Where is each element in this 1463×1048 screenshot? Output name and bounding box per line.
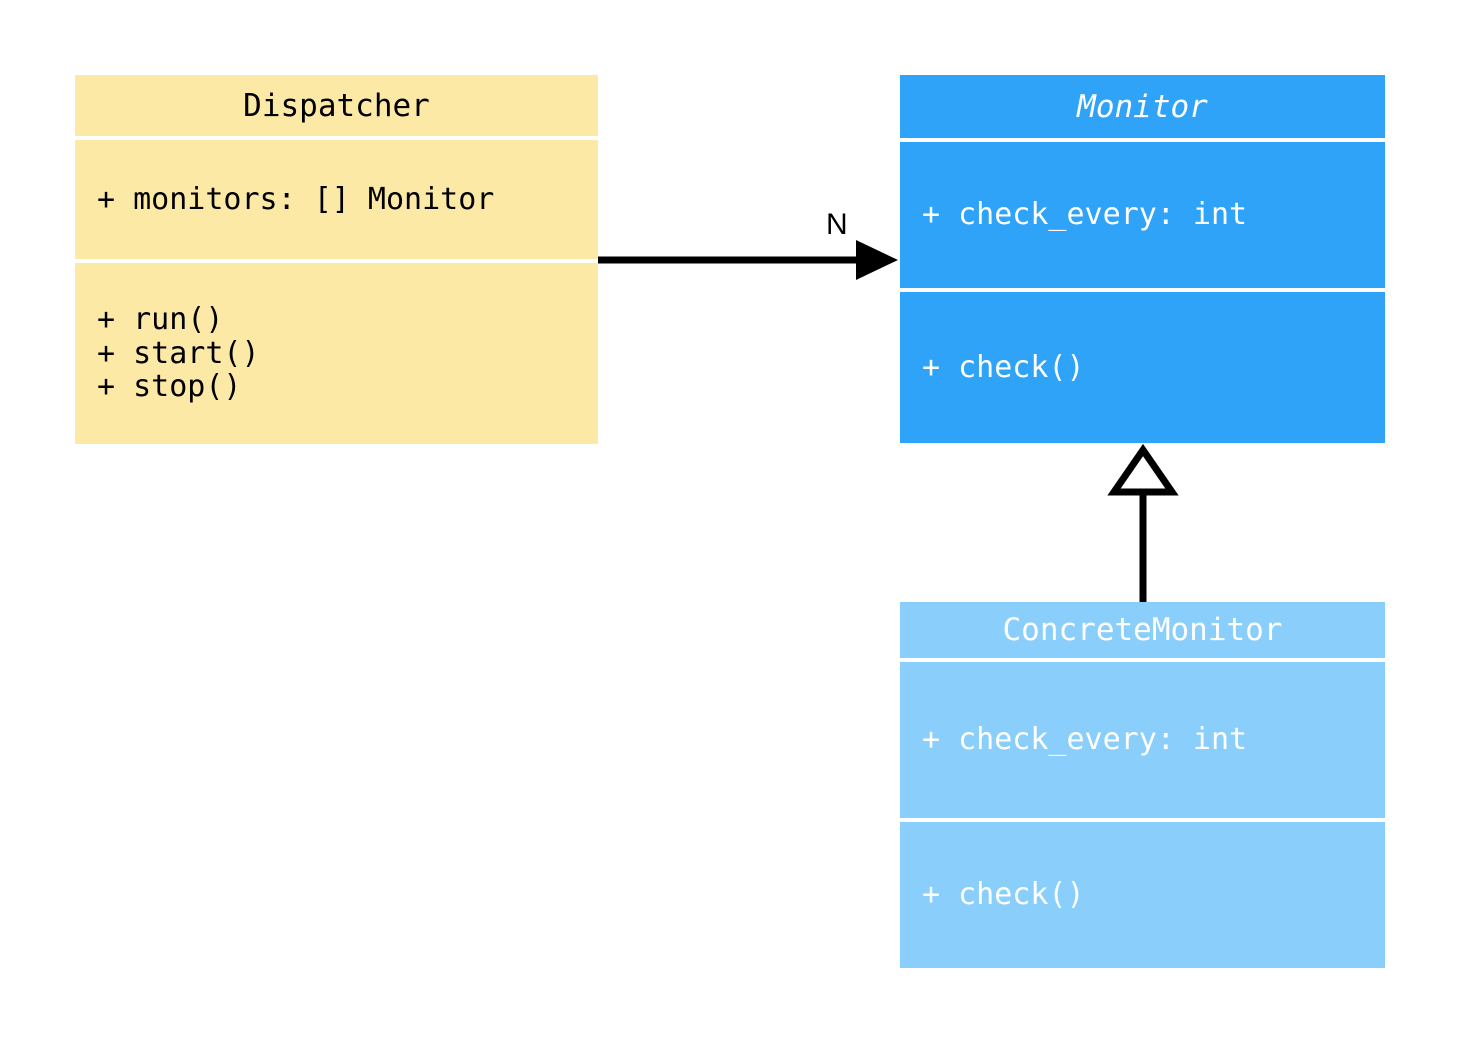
- class-box-dispatcher[interactable]: Dispatcher + monitors: [] Monitor + run(…: [75, 75, 598, 444]
- attribute-line: + check_every: int: [922, 722, 1248, 758]
- attribute-line: + monitors: [] Monitor: [97, 181, 495, 217]
- method-lines: + check(): [922, 877, 1085, 913]
- method-lines: + run() + start() + stop(): [97, 301, 260, 405]
- method-lines: + check(): [922, 349, 1085, 385]
- association-arrowhead: [856, 240, 898, 280]
- class-attributes-dispatcher: + monitors: [] Monitor: [75, 140, 598, 259]
- class-box-concrete-monitor[interactable]: ConcreteMonitor + check_every: int + che…: [900, 602, 1385, 968]
- class-title-dispatcher: Dispatcher: [75, 75, 598, 136]
- class-box-monitor[interactable]: Monitor + check_every: int + check(): [900, 75, 1385, 443]
- class-methods-dispatcher: + run() + start() + stop(): [75, 263, 598, 444]
- attribute-line: + check_every: int: [922, 197, 1248, 233]
- class-methods-concrete-monitor: + check(): [900, 822, 1385, 968]
- class-attributes-monitor: + check_every: int: [900, 142, 1385, 288]
- class-title-monitor: Monitor: [900, 75, 1385, 138]
- generalization-concrete-monitor-to-monitor: [1107, 443, 1179, 602]
- class-title-concrete-monitor: ConcreteMonitor: [900, 602, 1385, 658]
- generalization-hollow-triangle: [1107, 443, 1179, 496]
- association-dispatcher-to-monitor: [598, 240, 898, 280]
- class-attributes-concrete-monitor: + check_every: int: [900, 662, 1385, 818]
- class-methods-monitor: + check(): [900, 292, 1385, 443]
- association-multiplicity-label: N: [826, 208, 848, 241]
